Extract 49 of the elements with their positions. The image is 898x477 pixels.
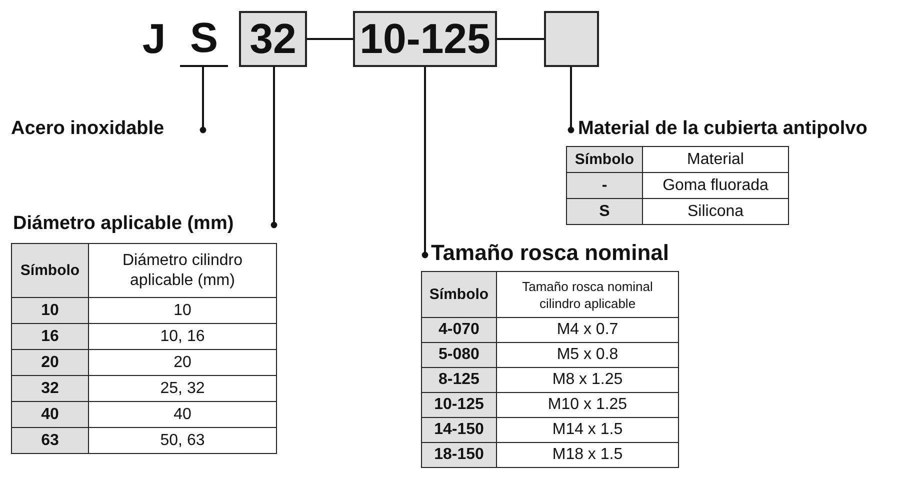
table-cell: 40 — [12, 402, 88, 428]
table-cell: Goma fluorada — [642, 172, 788, 198]
column-header: Tamaño rosca nominal cilindro aplicable — [496, 272, 678, 318]
table-cell: 25, 32 — [88, 376, 276, 402]
code-letter: S — [180, 11, 228, 67]
table-cell: M5 x 0.8 — [496, 342, 678, 368]
option-heading: Acero inoxidable — [11, 118, 197, 140]
column-header: Material — [642, 146, 788, 172]
option-heading: Material de la cubierta antipolvo — [578, 118, 894, 140]
option-heading: Tamaño rosca nominal — [431, 242, 701, 266]
table-cell: 4-070 — [422, 318, 496, 342]
connector-line — [497, 38, 544, 40]
connector-line — [307, 38, 353, 40]
column-header: Símbolo — [422, 272, 496, 318]
table-cell: M10 x 1.25 — [496, 392, 678, 418]
table-cell: 50, 63 — [88, 428, 276, 454]
table-cell: 14-150 — [422, 418, 496, 442]
code-box: 10-125 — [353, 11, 497, 67]
table-cell: S — [566, 198, 642, 224]
blank-code-box — [544, 11, 599, 67]
leader-line — [422, 67, 428, 258]
option-heading: Diámetro aplicable (mm) — [13, 213, 269, 235]
leader-line — [270, 67, 278, 228]
table-cell: 32 — [12, 376, 88, 402]
table-cell: 8-125 — [422, 368, 496, 392]
table-cell: M8 x 1.25 — [496, 368, 678, 392]
table-cell: 10 — [88, 298, 276, 324]
table-cell: 18-150 — [422, 442, 496, 468]
table-cell: M4 x 0.7 — [496, 318, 678, 342]
code-box: 32 — [239, 11, 307, 67]
table-cell: M18 x 1.5 — [496, 442, 678, 468]
table-cell: M14 x 1.5 — [496, 418, 678, 442]
table-cell: 10-125 — [422, 392, 496, 418]
table-cell: 40 — [88, 402, 276, 428]
table-cell: 63 — [12, 428, 88, 454]
table-cell: 10, 16 — [88, 324, 276, 350]
table-cell: Silicona — [642, 198, 788, 224]
table-cell: 20 — [12, 350, 88, 376]
table-cell: 20 — [88, 350, 276, 376]
table-cell: 5-080 — [422, 342, 496, 368]
leader-line — [568, 67, 574, 134]
column-header: Símbolo — [12, 244, 88, 298]
column-header: Diámetro cilindro aplicable (mm) — [88, 244, 276, 298]
table-cell: 10 — [12, 298, 88, 324]
leader-line — [200, 67, 206, 134]
table-cell: 16 — [12, 324, 88, 350]
code-letter: J — [141, 14, 167, 64]
table-cell: - — [566, 172, 642, 198]
column-header: Símbolo — [566, 146, 642, 172]
